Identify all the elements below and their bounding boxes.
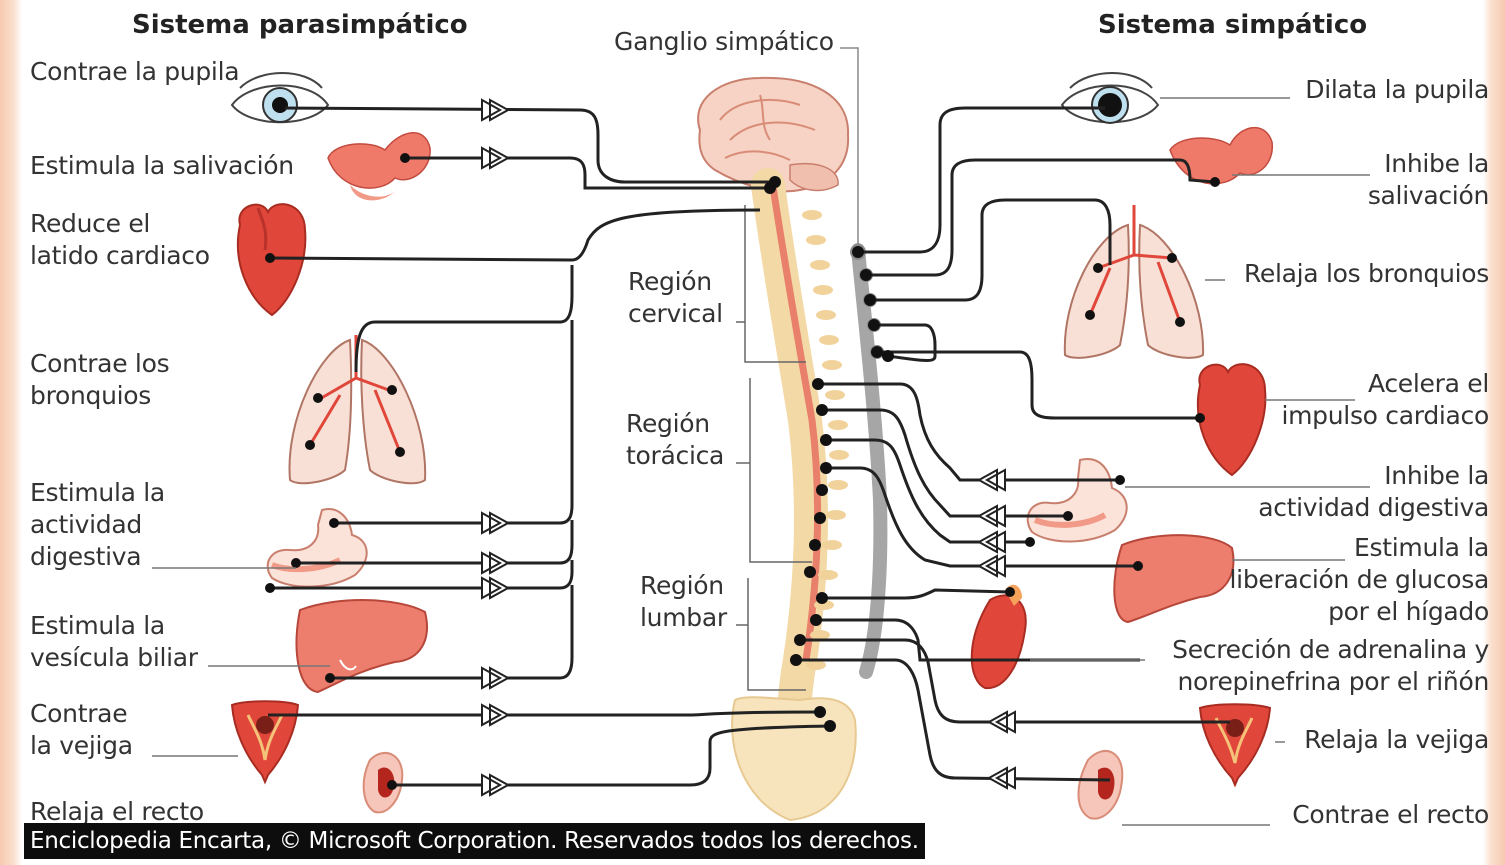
region-thoracic-label: Región torácica [626,408,724,472]
left-stomach [268,509,367,587]
right-eye [1062,73,1158,123]
left-eye [232,73,328,122]
right-bladder [1200,704,1270,785]
symp-effect-pupil: Dilata la pupila [1305,74,1489,106]
right-lungs [1065,205,1203,358]
symp-effect-glucose: Estimula la liberación de glucosa por el… [1230,532,1489,628]
symp-effect-rectum: Contrae el recto [1292,799,1489,831]
copyright-credit: Enciclopedia Encarta, © Microsoft Corpor… [24,823,925,859]
para-effect-digestion: Estimula la actividad digestiva [30,477,165,573]
para-effect-heart: Reduce el latido cardiaco [30,208,210,272]
para-effect-bladder: Contrae la vejiga [30,698,133,762]
symp-effect-adrenaline: Secreción de adrenalina y norepinefrina … [1172,634,1489,698]
sympathetic-ganglion-chain [850,244,884,672]
ganglion-label: Ganglio simpático [614,26,834,58]
parasympathetic-heading: Sistema parasimpático [132,10,468,40]
right-liver [1114,535,1233,622]
symp-effect-bronchi: Relaja los bronquios [1244,258,1489,290]
right-kidney [972,585,1026,688]
para-effect-salivation: Estimula la salivación [30,150,294,182]
region-cervical-label: Región cervical [628,266,723,330]
symp-effect-digestion: Inhibe la actividad digestiva [1258,460,1489,524]
region-lumbar-label: Región lumbar [640,570,727,634]
symp-effect-salivation: Inhibe la salivación [1368,148,1489,212]
right-heart [1198,364,1265,475]
right-stomach [1028,459,1127,541]
parasympathetic-pathways [268,108,830,785]
sympathetic-heading: Sistema simpático [1098,10,1367,40]
para-effect-bronchi: Contrae los bronquios [30,348,169,412]
left-rectum [364,753,403,812]
left-bladder [232,701,298,782]
para-effect-pupil: Contrae la pupila [30,56,239,88]
parasympathetic-relay-arrows [482,100,508,795]
para-effect-gallbladder: Estimula la vesícula biliar [30,610,198,674]
symp-effect-bladder: Relaja la vejiga [1304,724,1489,756]
symp-effect-heart: Acelera el impulso cardiaco [1281,368,1489,432]
left-salivary-gland [328,133,430,201]
sympathetic-pathways [796,108,1230,780]
right-rectum [1078,751,1122,819]
